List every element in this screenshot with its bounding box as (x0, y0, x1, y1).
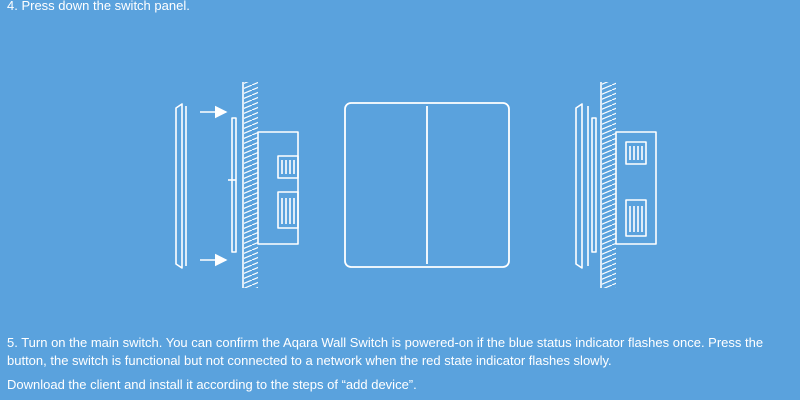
front-view-double-switch (344, 102, 510, 268)
step-4-heading: 4. Press down the switch panel. (7, 0, 190, 13)
step-5-instructions: 5. Turn on the main switch. You can conf… (7, 335, 764, 368)
download-instructions: Download the client and install it accor… (7, 377, 417, 392)
side-view-pressing-diagram (175, 82, 299, 288)
side-view-installed-diagram (575, 82, 657, 288)
installation-illustration (175, 82, 657, 288)
